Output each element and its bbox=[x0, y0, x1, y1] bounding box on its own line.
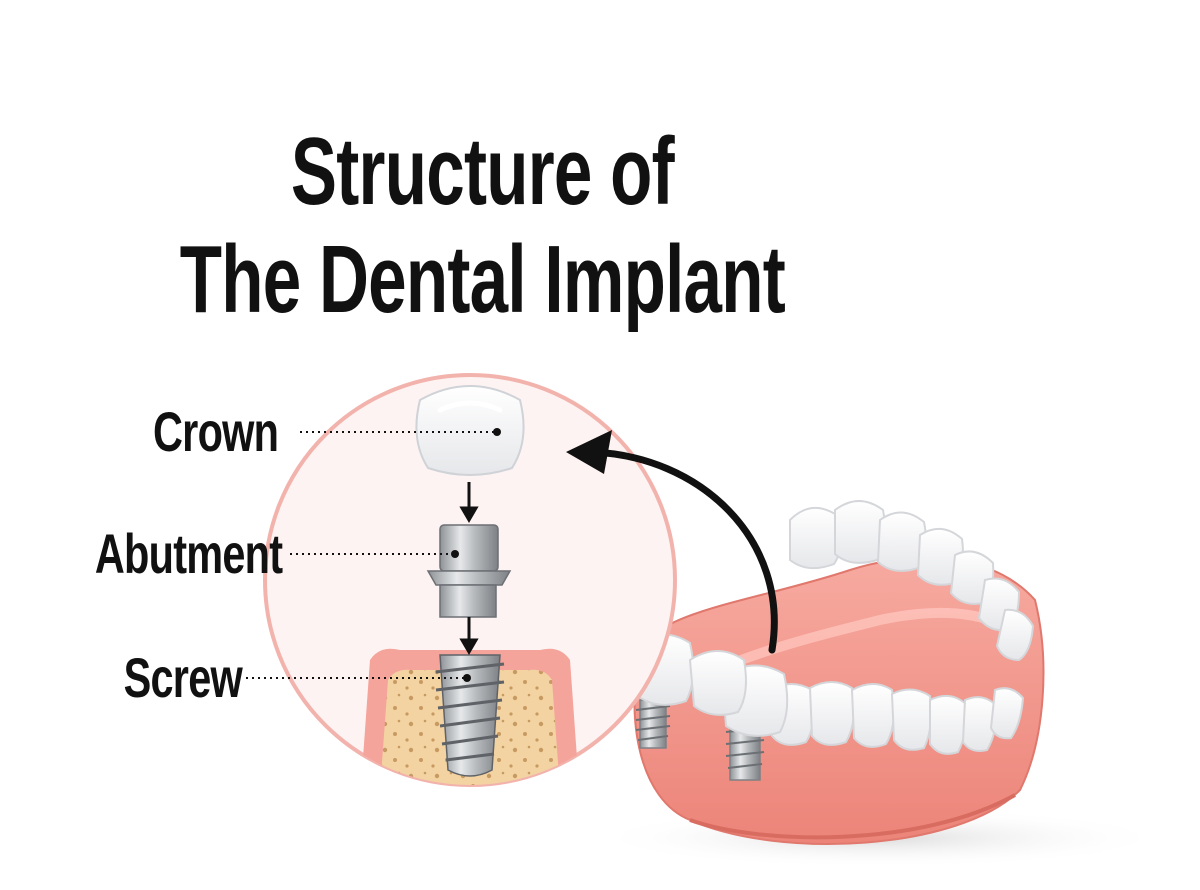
label-screw: Screw bbox=[123, 646, 243, 709]
label-crown: Crown bbox=[152, 400, 279, 463]
front-teeth-row bbox=[768, 681, 1025, 755]
part-arrows bbox=[459, 482, 479, 655]
abutment-illustration bbox=[426, 524, 512, 618]
page-title: Structure of The Dental Implant bbox=[0, 118, 965, 334]
label-abutment: Abutment bbox=[94, 522, 283, 585]
title-line-2: The Dental Implant bbox=[179, 226, 786, 333]
leader-lines bbox=[246, 431, 494, 679]
jaw-implant-right bbox=[688, 650, 789, 781]
screw-illustration bbox=[435, 654, 505, 777]
leader-dots bbox=[451, 428, 501, 682]
crown-illustration bbox=[415, 385, 525, 476]
back-teeth-row bbox=[789, 500, 1035, 662]
title-line-1: Structure of bbox=[290, 118, 675, 225]
curved-arrow bbox=[566, 430, 778, 654]
